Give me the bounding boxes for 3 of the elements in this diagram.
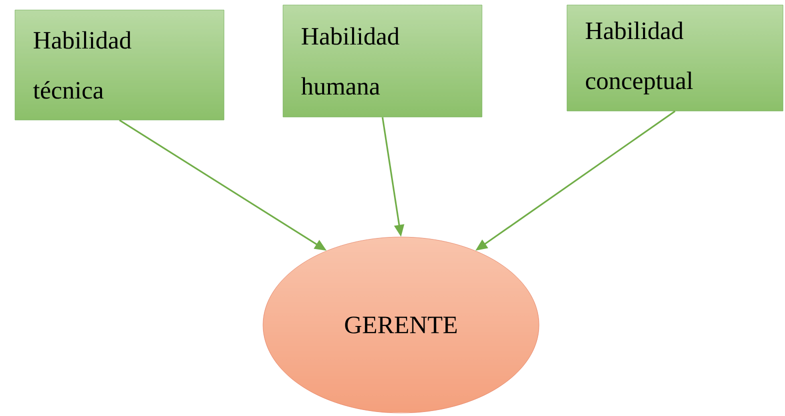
skill-box: Habilidad técnica bbox=[14, 10, 224, 120]
skill-box: Habilidad humana bbox=[282, 4, 482, 118]
skill-box: Habilidad conceptual bbox=[566, 4, 784, 112]
